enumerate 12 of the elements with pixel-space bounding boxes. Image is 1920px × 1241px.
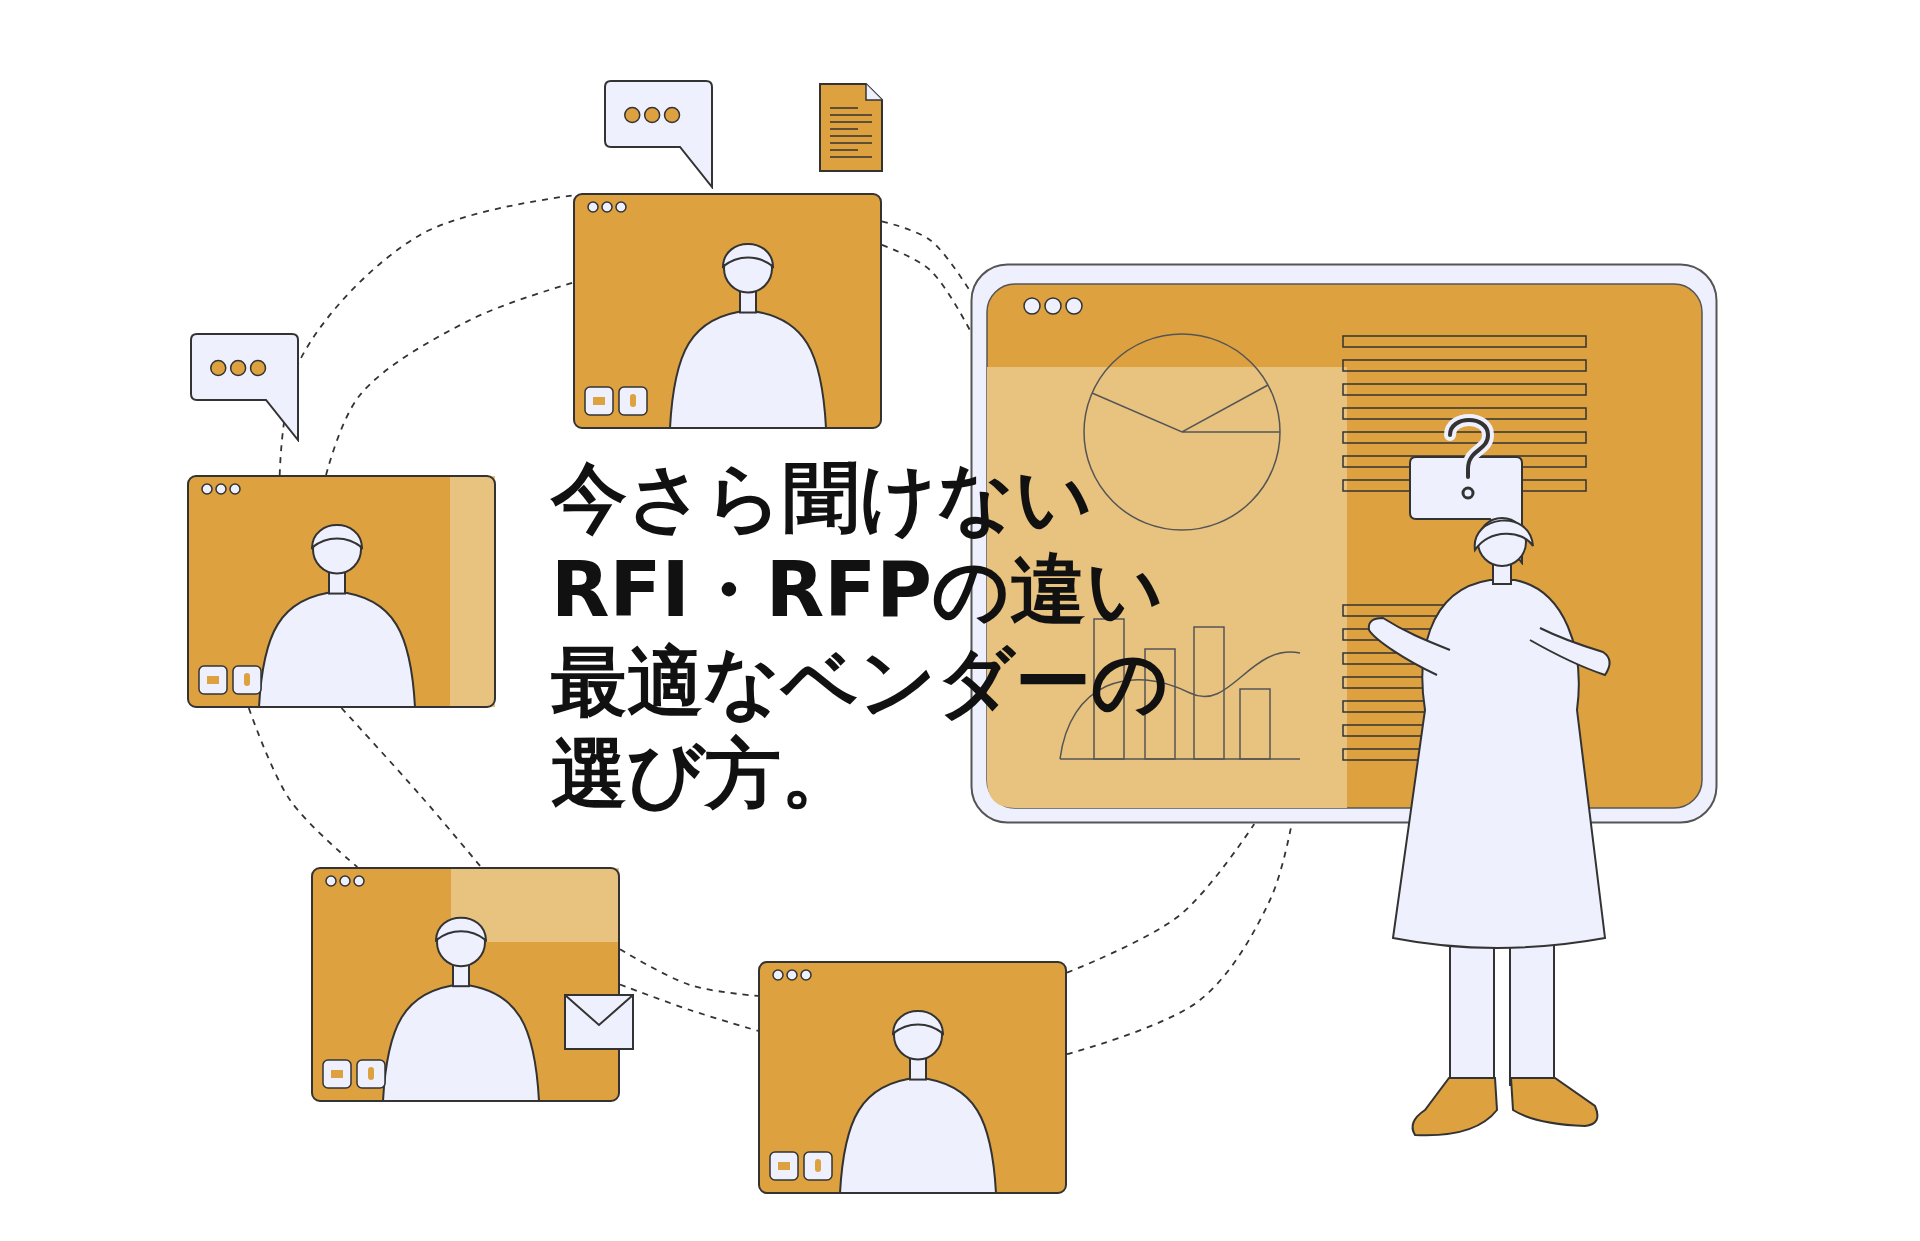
- video-call-window-drawing: [573, 193, 882, 429]
- dashed-connector: [325, 281, 574, 476]
- video-call-window-drawing: [311, 867, 620, 1102]
- dashed-connector: [1066, 823, 1256, 974]
- video-call-window-drawing: [758, 961, 1067, 1194]
- dashed-connector: [881, 244, 971, 332]
- dashed-connector: [247, 707, 359, 868]
- dashed-connector: [881, 220, 971, 292]
- dashed-connector: [340, 707, 482, 868]
- dashed-connector: [619, 948, 759, 997]
- video-call-window-drawing: [187, 475, 496, 708]
- dashed-connector: [619, 983, 759, 1032]
